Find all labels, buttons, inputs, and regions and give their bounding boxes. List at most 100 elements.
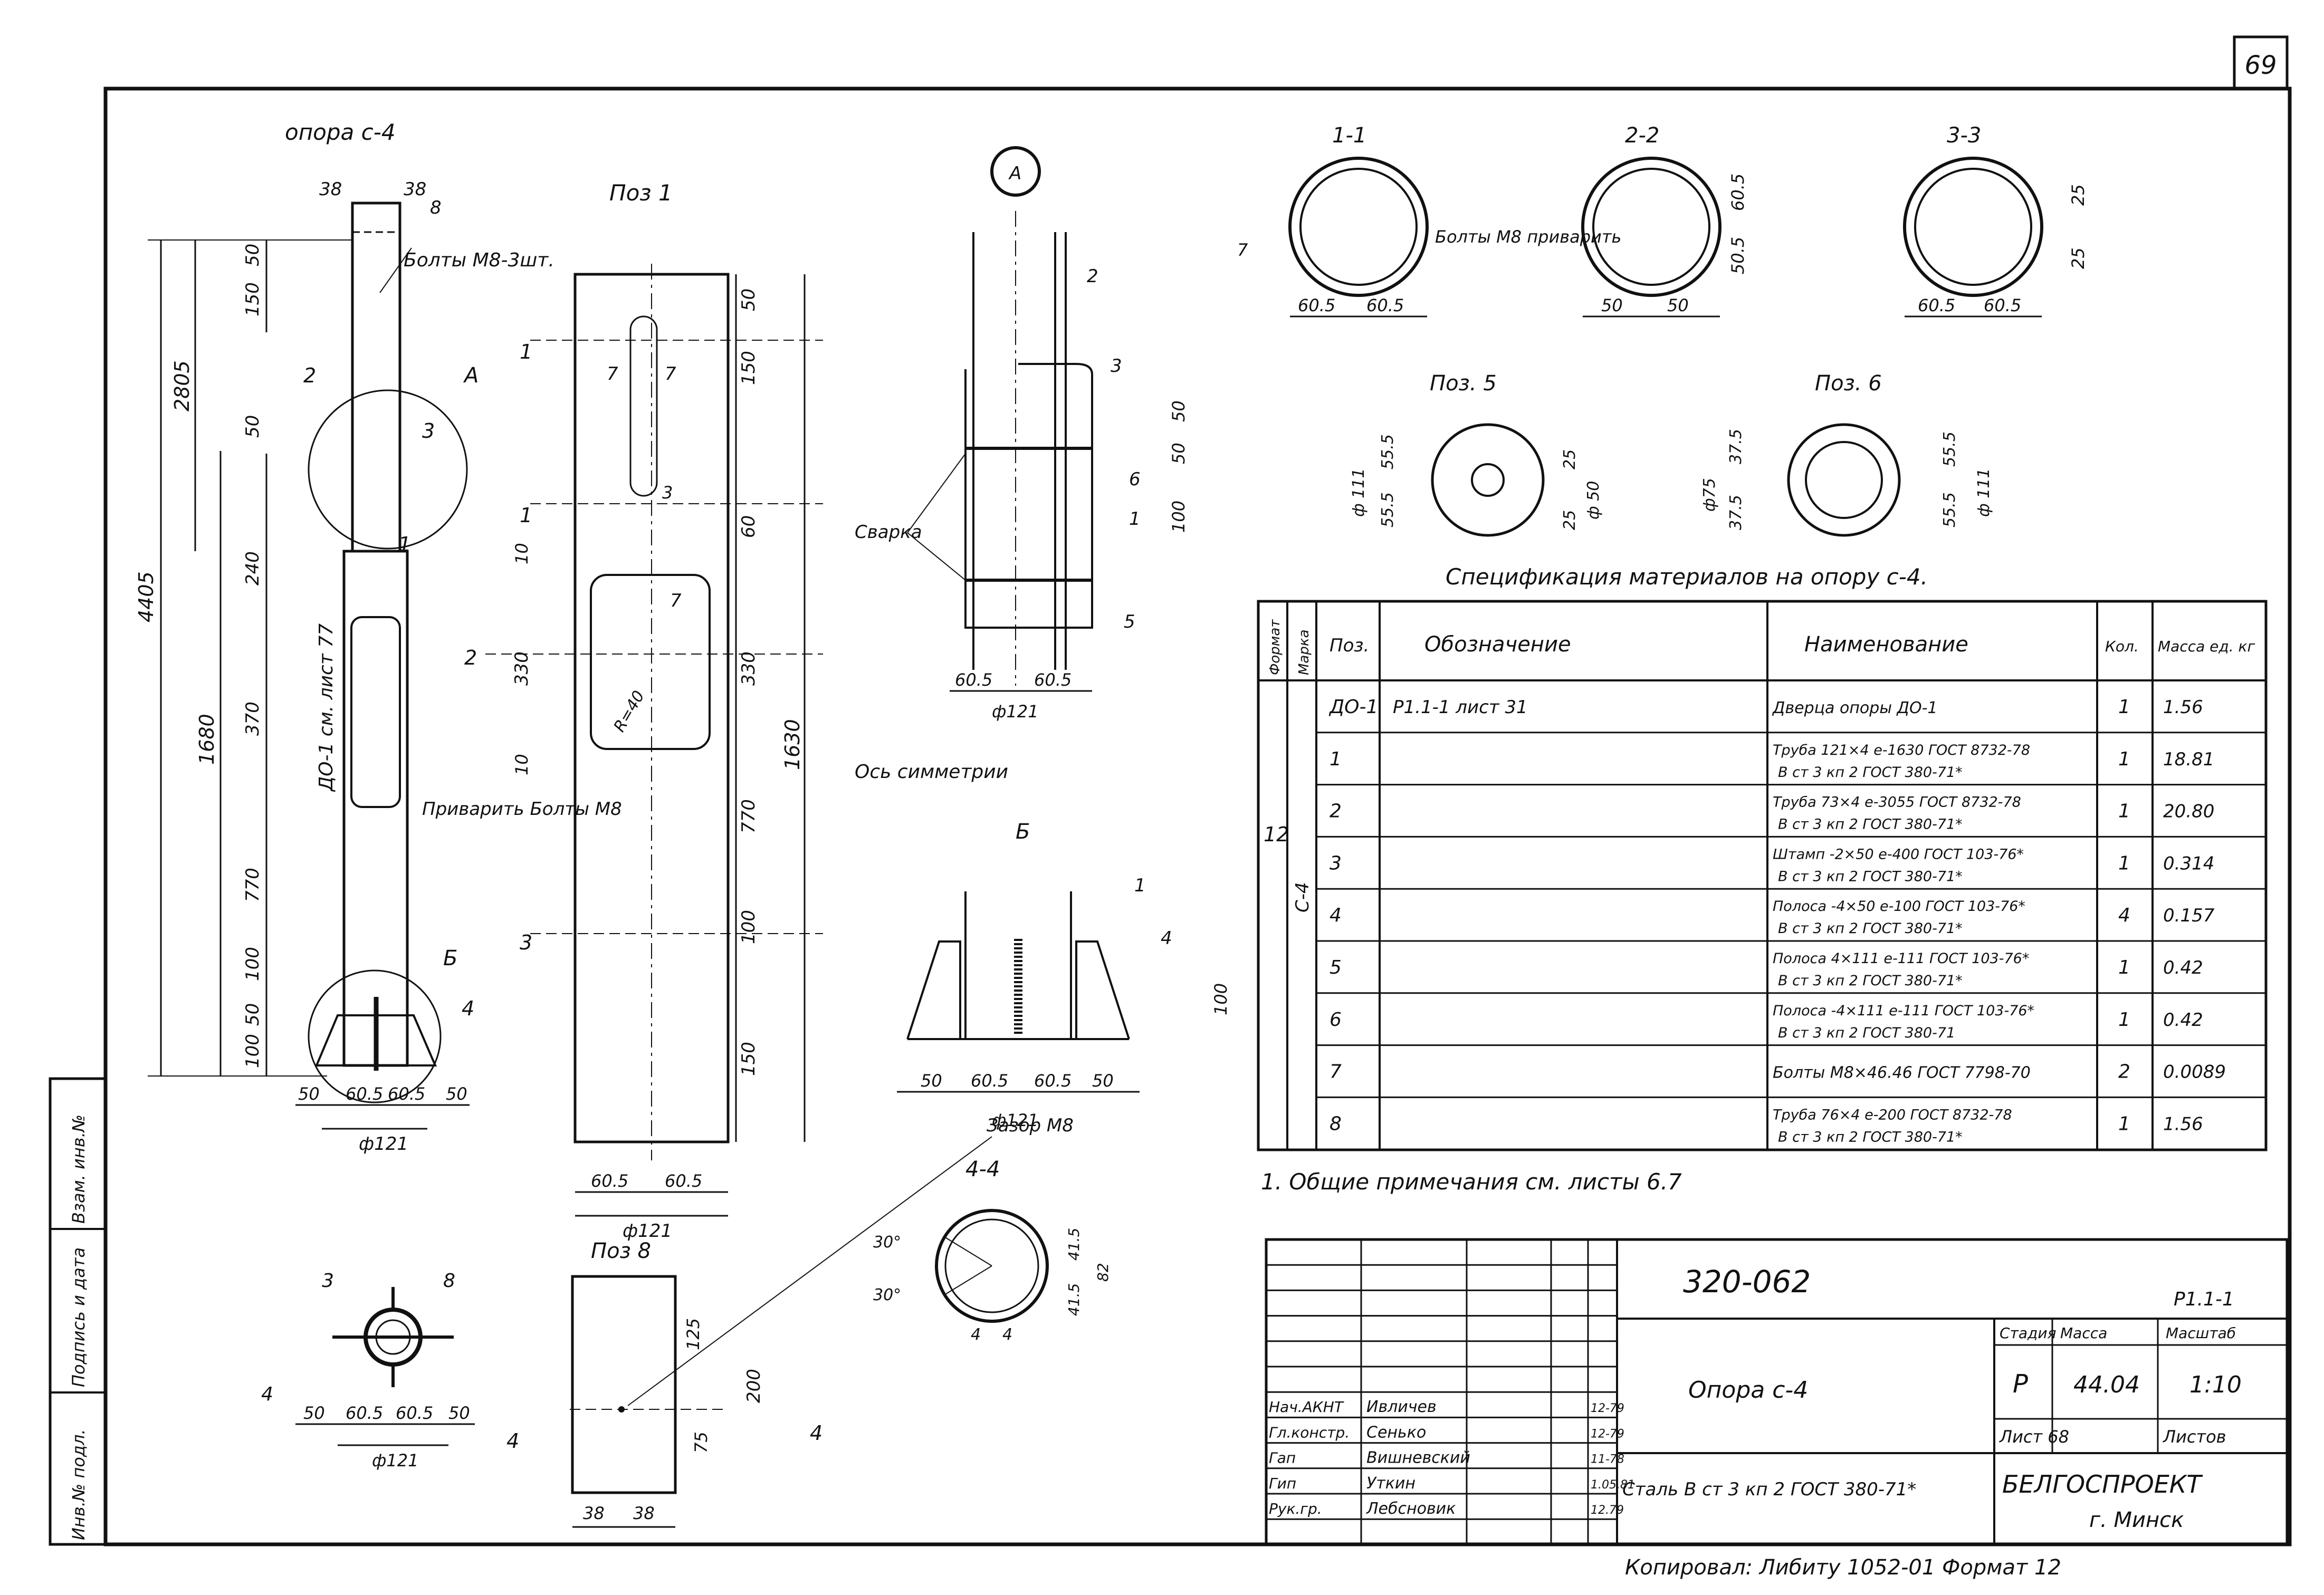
pos5-view: Поз. 5 ф 111 55.5 55.5 25 25 ф 50 <box>1350 371 1603 537</box>
spec-mass: 0.42 <box>2163 957 2203 978</box>
spec-name-2: В ст 3 кп 2 ГОСТ 380-71* <box>1778 816 1963 833</box>
pos5-dim-h1: 55.5 <box>1379 434 1397 469</box>
support-pos-3: 3 <box>422 419 435 443</box>
spec-pos: 5 <box>1330 957 1342 978</box>
spec-header-mark: Марка <box>1296 629 1312 675</box>
sheet-frame <box>103 87 2292 1546</box>
pos1-dim-dia: ф121 <box>623 1221 672 1242</box>
spec-name-2: В ст 3 кп 2 ГОСТ 380-71* <box>1778 920 1963 937</box>
spec-mass: 18.81 <box>2163 749 2214 770</box>
stamp-person: Вишневский <box>1366 1449 1470 1467</box>
sec11-note: Болты М8 приварить <box>1435 227 1621 247</box>
support-dim-770: 770 <box>242 868 263 902</box>
pos1-dim-50: 50 <box>738 289 759 311</box>
spec-name-1: Труба 121×4 е-1630 ГОСТ 8732-78 <box>1773 742 2030 758</box>
detail-b-dim-dia: ф121 <box>992 1110 1038 1130</box>
support-label-weld: Приварить Болты М8 <box>422 799 622 820</box>
detail-a-view: А 50 50 100 60.5 60.5 ф121 Сварка Ось си… <box>855 146 1189 783</box>
pos6-view: Поз. 6 ф 111 55.5 55.5 37.5 37.5 ф75 <box>1700 371 1993 537</box>
section-2-2: 2-2 50 50 60.5 50.5 <box>1581 123 1748 318</box>
support-dim-50a: 50 <box>242 244 263 266</box>
spec-name-1: Труба 73×4 е-3055 ГОСТ 8732-78 <box>1773 794 2021 811</box>
stamp-stage: Р <box>2013 1369 2028 1399</box>
stamp-mass: 44.04 <box>2073 1371 2140 1398</box>
spec-mass: 1.56 <box>2163 1113 2203 1135</box>
detail-b-dim-w2: 60.5 <box>1034 1071 1072 1091</box>
section-3-3: 3-3 60.5 60.5 25 25 <box>1903 123 2088 318</box>
stamp-date: 11-78 <box>1591 1453 1624 1466</box>
support-title: опора с-4 <box>285 119 396 145</box>
pos6-dim-inner: ф75 <box>1700 478 1719 512</box>
support-pos-2: 2 <box>303 364 316 387</box>
plan-pos-3: 3 <box>322 1270 334 1292</box>
detail-a-dim-w1: 60.5 <box>955 670 992 690</box>
plan-pos-8: 8 <box>443 1270 455 1292</box>
stamp-date: 12-79 <box>1591 1402 1624 1415</box>
copy-line: Копировал: Либиту 1052-01 Формат 12 <box>1625 1555 2061 1580</box>
pos5-dim-outer: ф 111 <box>1350 468 1368 517</box>
pos1-n7b: 7 <box>665 363 676 385</box>
spec-qty: 1 <box>2118 748 2130 770</box>
pos1-dim-330b: 330 <box>738 651 759 686</box>
pos1-view: Поз 1 50 150 60 10 330 330 10 770 100 15… <box>464 180 823 1242</box>
pos1-sec1a: 1 <box>520 340 532 363</box>
detail-a-title: А <box>1008 163 1021 184</box>
spec-header-mass: Масса ед. кг <box>2158 638 2255 655</box>
stamp-code: 320-062 <box>1683 1264 1811 1300</box>
detail-a-dim-dia: ф121 <box>992 702 1038 722</box>
spec-pos: 4 <box>1330 905 1342 926</box>
pos1-dim-770: 770 <box>738 799 759 833</box>
support-bdim-50a: 50 <box>298 1084 320 1104</box>
support-bdim-dia: ф121 <box>359 1133 408 1155</box>
support-label-door: ДО-1 см. лист 77 <box>315 623 337 792</box>
sec33-title: 3-3 <box>1947 123 1981 148</box>
spec-name-1: Полоса 4×111 е-111 ГОСТ 103-76* <box>1773 950 2029 967</box>
pos1-sec1b: 1 <box>520 504 532 527</box>
sec44-dim-h1: 41.5 <box>1065 1228 1083 1261</box>
spec-mass: 1.56 <box>2163 697 2203 718</box>
spec-header-pos: Поз. <box>1330 635 1369 656</box>
support-view: опора с-4 4405 2805 1680 150 50 50 240 3… <box>135 119 622 1155</box>
pos1-sec3: 3 <box>520 931 532 954</box>
plan-dim-50a: 50 <box>303 1403 325 1423</box>
pos8-sec4a: 4 <box>506 1429 519 1453</box>
spec-pos: 3 <box>1330 852 1342 874</box>
stamp-h-stage: Стадия <box>2000 1324 2056 1342</box>
pos1-dim-150b: 150 <box>738 1042 759 1076</box>
detail-a-dim-50b: 50 <box>1169 443 1189 464</box>
detail-a-dim-w2: 60.5 <box>1034 670 1072 690</box>
support-pos-4: 4 <box>462 997 474 1020</box>
spec-title: Спецификация материалов на опору с-4. <box>1446 564 1928 590</box>
detail-a-pos-2: 2 <box>1087 266 1098 287</box>
plan-view: 50 60.5 60.5 50 ф121 3 8 4 <box>261 1270 475 1471</box>
sec44-n4a: 4 <box>971 1325 981 1344</box>
pos1-n3: 3 <box>662 483 673 503</box>
stamp-person: Уткин <box>1366 1474 1416 1493</box>
sec33-dim-h1: 25 <box>2068 184 2088 206</box>
support-dim-8: 8 <box>430 197 442 218</box>
support-dim-total: 4405 <box>135 571 158 622</box>
plan-pos-4: 4 <box>261 1383 273 1405</box>
pos1-n7c: 7 <box>670 590 682 611</box>
pos1-dim-w2: 60.5 <box>665 1171 702 1191</box>
spec-header-qty: Кол. <box>2105 638 2139 655</box>
pos1-dim-150: 150 <box>738 351 759 385</box>
detail-a-pos-1: 1 <box>1129 508 1141 530</box>
sec44-title: 4-4 <box>965 1157 1000 1181</box>
spec-name-2: В ст 3 кп 2 ГОСТ 380-71* <box>1778 1129 1963 1145</box>
sec11-dim-b: 60.5 <box>1366 295 1404 315</box>
pos1-n7a: 7 <box>607 363 618 385</box>
support-dim-150: 150 <box>242 282 263 316</box>
pos1-sec2: 2 <box>464 646 477 669</box>
plan-dim-dia: ф121 <box>372 1450 418 1471</box>
spec-pos: 7 <box>1330 1061 1342 1083</box>
spec-name-1: Полоса -4×111 е-111 ГОСТ 103-76* <box>1773 1003 2034 1019</box>
sec22-title: 2-2 <box>1625 123 1659 148</box>
